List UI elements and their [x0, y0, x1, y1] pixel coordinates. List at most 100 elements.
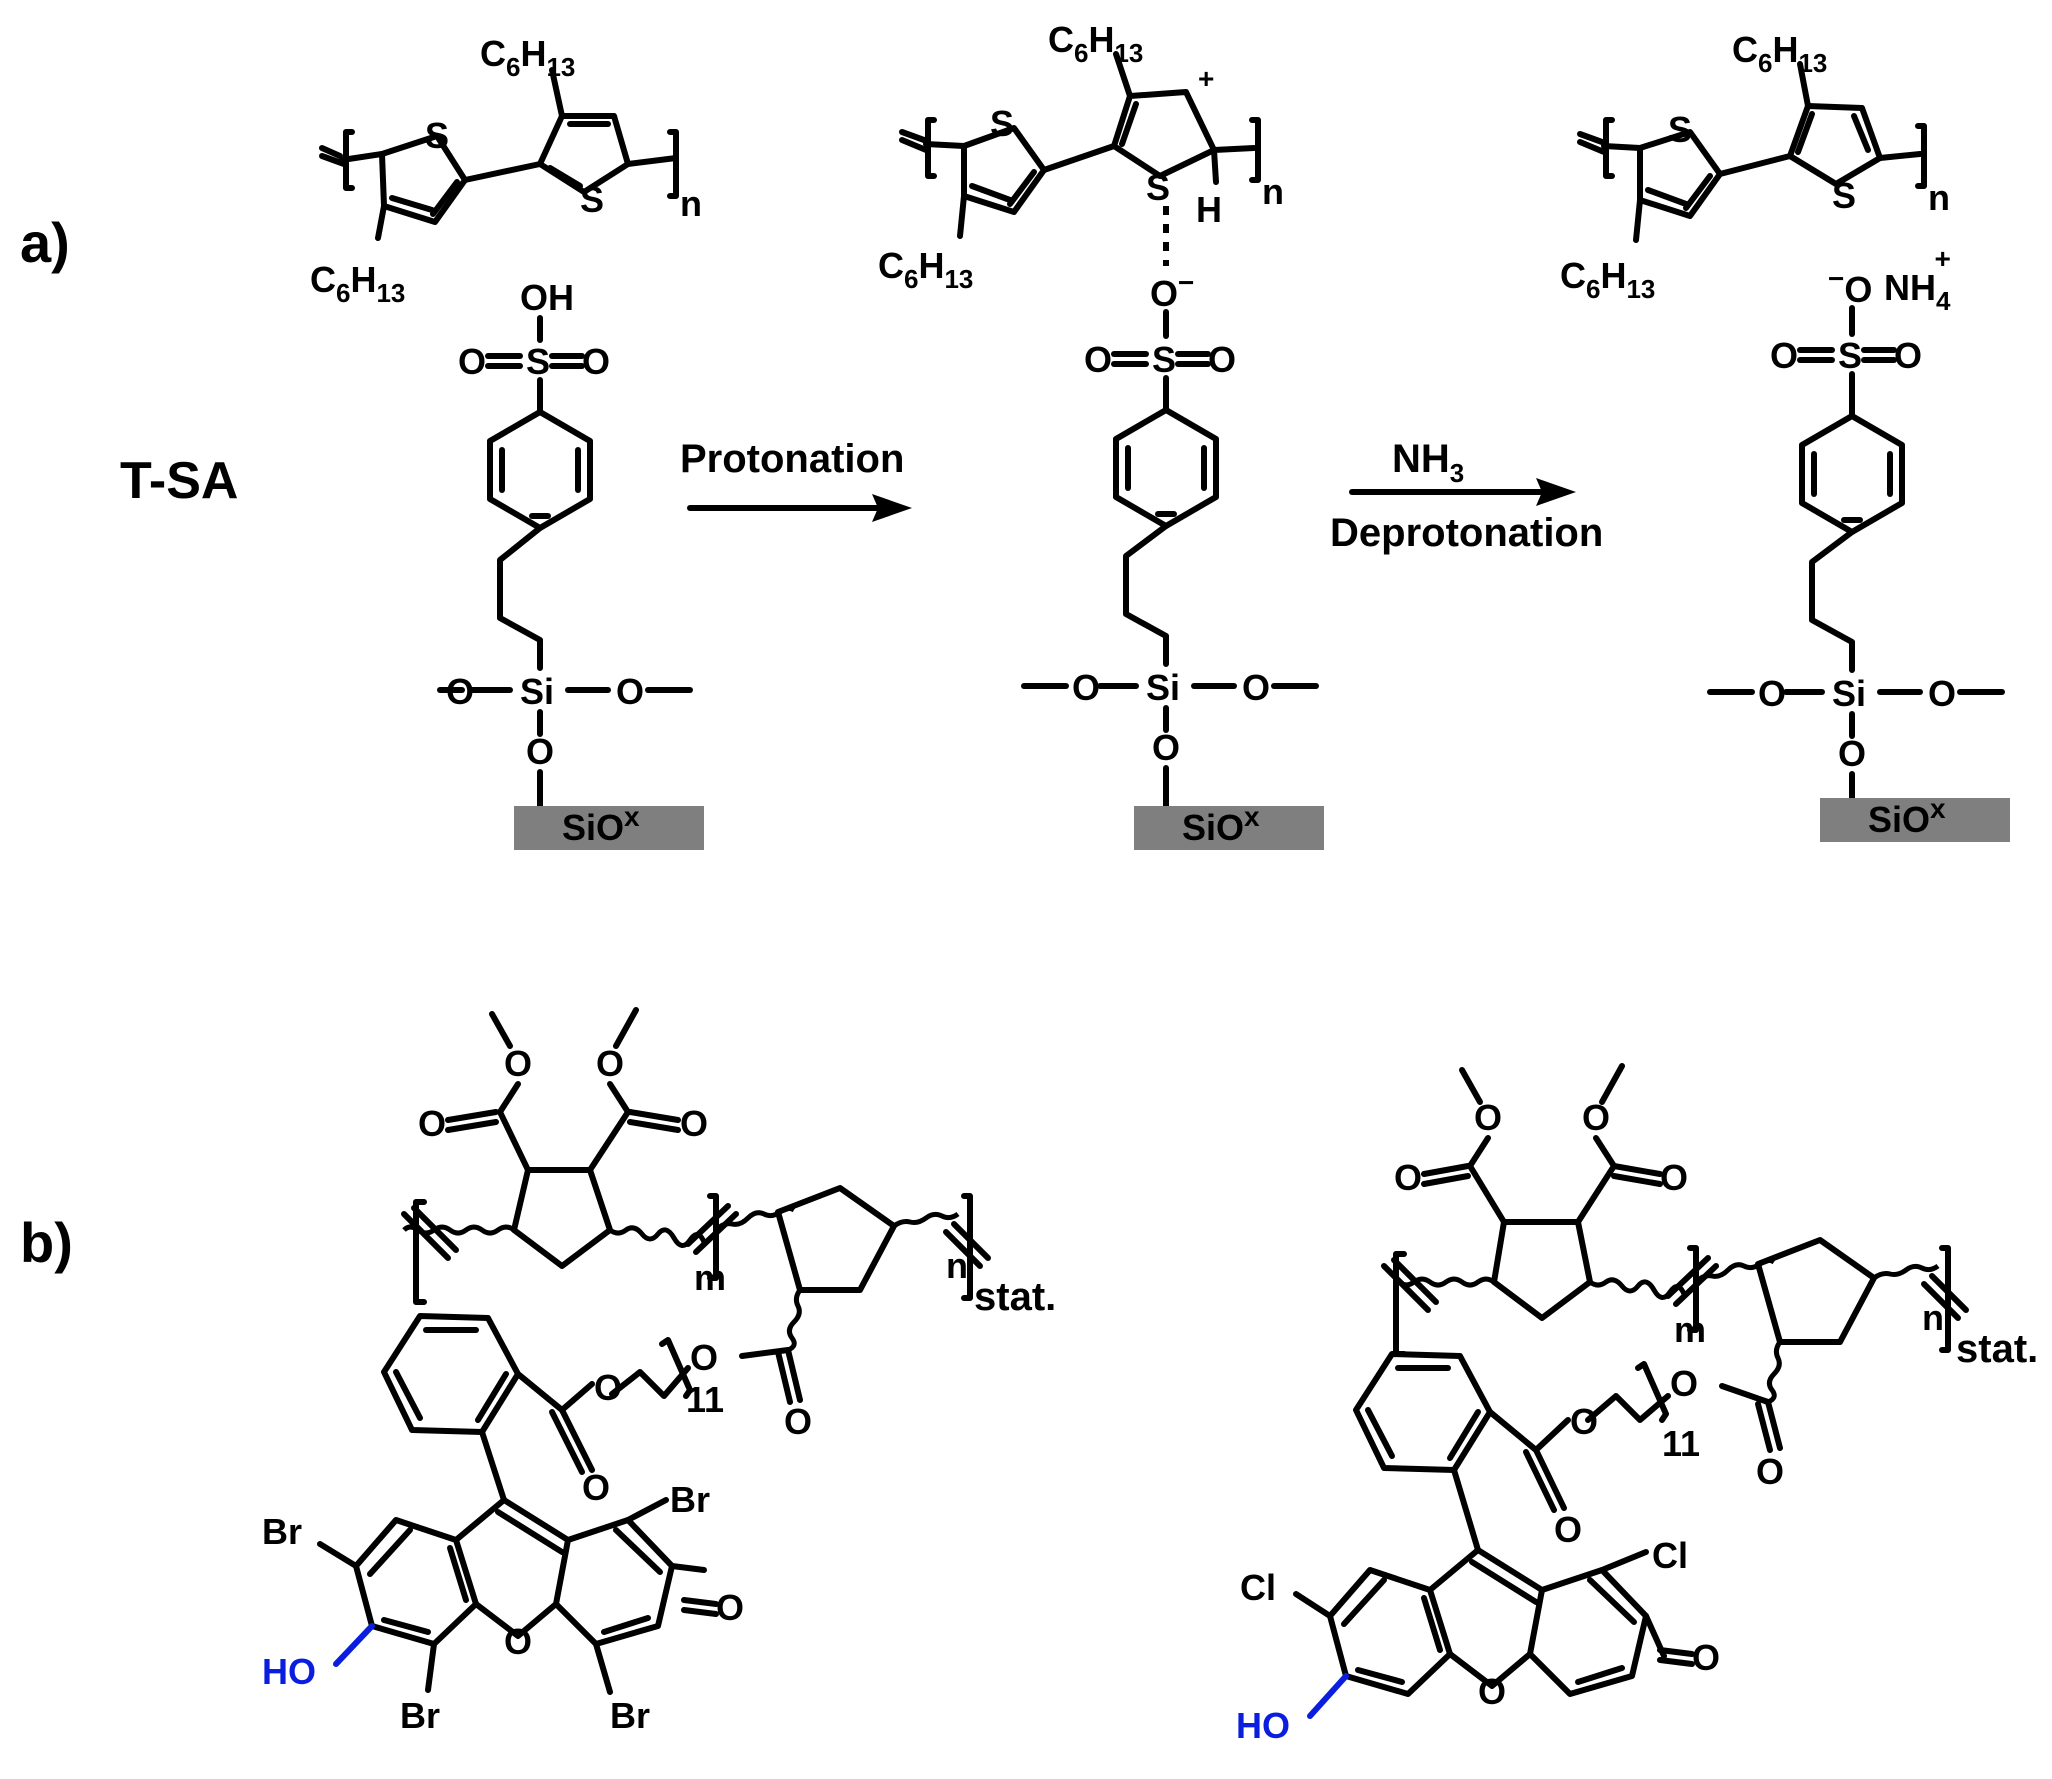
- oxygen-atom: O: [1928, 673, 1956, 714]
- oxygen-atom: O: [1554, 1509, 1582, 1550]
- subscript-n: n: [1922, 1297, 1944, 1338]
- bromine-atom: Br: [400, 1695, 440, 1736]
- oxygen-anion: −O: [1828, 263, 1872, 310]
- subscript-11: 11: [1662, 1423, 1700, 1464]
- subscript-n: n: [946, 1245, 968, 1286]
- substrate-surface: [514, 806, 704, 850]
- silicon-atom: Si: [520, 671, 554, 712]
- hydroxyl-label: HO: [1236, 1705, 1290, 1746]
- oxygen-atom: O: [1894, 335, 1922, 376]
- deprotonation-label: Deprotonation: [1330, 511, 1603, 555]
- panel-label-a: a): [20, 211, 70, 274]
- subscript-m: m: [1674, 1309, 1706, 1350]
- hexyl-label: C6H13: [1560, 255, 1655, 304]
- substrate-surface: [1820, 798, 2010, 842]
- oxygen-atom: O: [526, 731, 554, 772]
- polythiophene-2: S S H + n C6H13 C6H13: [878, 19, 1284, 294]
- oxygen-atom: O: [1208, 339, 1236, 380]
- oxygen-atom: O: [1084, 339, 1112, 380]
- positive-charge: +: [1198, 63, 1214, 94]
- structure-1-neutral: S S n C6H13 C6H13 OH O S O Si O O O: [310, 33, 704, 850]
- hexyl-label: C6H13: [310, 259, 405, 308]
- oxygen-atom: O: [1242, 667, 1270, 708]
- silicon-atom: Si: [1832, 673, 1866, 714]
- ammonium-sulfonate-linker-3: −O NH4+ O S O Si O O O SiOx: [1707, 243, 2010, 842]
- oxygen-atom: O: [1660, 1157, 1688, 1198]
- sulfur-atom: S: [1838, 335, 1862, 376]
- oxygen-atom: O: [1756, 1451, 1784, 1492]
- oxygen-atom: O: [596, 1043, 624, 1084]
- polythiophene-3: S S n C6H13 C6H13: [1560, 29, 1950, 304]
- tsa-label: T-SA: [120, 452, 238, 510]
- oxygen-atom: O: [1394, 1157, 1422, 1198]
- oxygen-atom: O: [504, 1621, 532, 1662]
- bromine-atom: Br: [262, 1511, 302, 1552]
- subscript-n: n: [680, 183, 702, 224]
- oxygen-atom: O: [1474, 1097, 1502, 1138]
- oxygen-atom: O: [1478, 1671, 1506, 1712]
- oxygen-atom: O: [716, 1587, 744, 1628]
- surface-label: SiOx: [562, 801, 640, 848]
- surface-label: SiOx: [1182, 801, 1260, 848]
- oxygen-atom: O: [690, 1337, 718, 1378]
- sulfonate-linker-2: O− O S O Si O O O SiOx: [1021, 267, 1324, 850]
- hydroxyl-label: HO: [262, 1651, 316, 1692]
- polymer-eosin: O O O O m n stat. O O 11 O: [262, 1007, 1056, 1736]
- oxygen-atom: O: [582, 1467, 610, 1508]
- subscript-11: 11: [686, 1379, 724, 1420]
- oxygen-atom: O: [680, 1103, 708, 1144]
- subscript-n: n: [1262, 171, 1284, 212]
- surface-label: SiOx: [1868, 793, 1946, 840]
- oxygen-atom: O: [1838, 733, 1866, 774]
- sulfur-atom: S: [425, 115, 449, 156]
- oxygen-atom: O: [1582, 1097, 1610, 1138]
- hexyl-label: C6H13: [1048, 19, 1143, 68]
- polythiophene-1: S S n C6H13 C6H13: [310, 33, 702, 308]
- sulfur-atom: S: [1146, 167, 1170, 208]
- oxygen-atom: O: [582, 341, 610, 382]
- subscript-n: n: [1928, 177, 1950, 218]
- hexyl-label: C6H13: [1732, 29, 1827, 78]
- silicon-atom: Si: [1146, 667, 1180, 708]
- protonation-label: Protonation: [680, 437, 904, 481]
- deprotonation-arrow: NH3 Deprotonation: [1330, 437, 1603, 555]
- oxygen-atom: O: [418, 1103, 446, 1144]
- stat-label: stat.: [974, 1275, 1056, 1319]
- polymer-dichlorofluorescein: O O O O m n stat. O O 11 O O: [1236, 1063, 2038, 1746]
- chlorine-atom: Cl: [1652, 1535, 1688, 1576]
- chlorine-atom: Cl: [1240, 1567, 1276, 1608]
- sulfur-atom: S: [1152, 339, 1176, 380]
- panel-label-b: b): [20, 1211, 73, 1274]
- oxygen-atom: O: [1072, 667, 1100, 708]
- oxygen-atom: O: [1692, 1637, 1720, 1678]
- subscript-m: m: [694, 1257, 726, 1298]
- sulfur-atom: S: [526, 341, 550, 382]
- hydrogen-atom: H: [1196, 189, 1222, 230]
- hydroxyl-label: OH: [520, 277, 574, 318]
- oxygen-atom: O: [1758, 673, 1786, 714]
- oxygen-atom: O: [458, 341, 486, 382]
- sulfur-atom: S: [580, 179, 604, 220]
- oxygen-atom: O: [1570, 1401, 1598, 1442]
- sulfonic-acid-linker-1: OH O S O Si O O O SiOx: [437, 277, 704, 850]
- protonation-arrow: Protonation: [680, 437, 912, 522]
- oxygen-atom: O: [616, 671, 644, 712]
- hexyl-label: C6H13: [878, 245, 973, 294]
- nh3-label: NH3: [1392, 437, 1464, 488]
- oxygen-atom: O: [1770, 335, 1798, 376]
- oxygen-atom: O: [594, 1367, 622, 1408]
- oxygen-atom: O: [504, 1043, 532, 1084]
- bromine-atom: Br: [670, 1479, 710, 1520]
- oxygen-atom: O: [1670, 1363, 1698, 1404]
- sulfur-atom: S: [1832, 175, 1856, 216]
- substrate-surface: [1134, 806, 1324, 850]
- sulfur-atom: S: [1668, 109, 1692, 150]
- sulfur-atom: S: [990, 103, 1014, 144]
- hexyl-label: C6H13: [480, 33, 575, 82]
- stat-label: stat.: [1956, 1327, 2038, 1371]
- oxygen-atom: O: [1152, 727, 1180, 768]
- structure-2-protonated: S S H + n C6H13 C6H13 O− O S O Si O O O: [878, 19, 1324, 850]
- oxygen-atom: O: [784, 1401, 812, 1442]
- ammonium-label: NH4+: [1884, 243, 1951, 316]
